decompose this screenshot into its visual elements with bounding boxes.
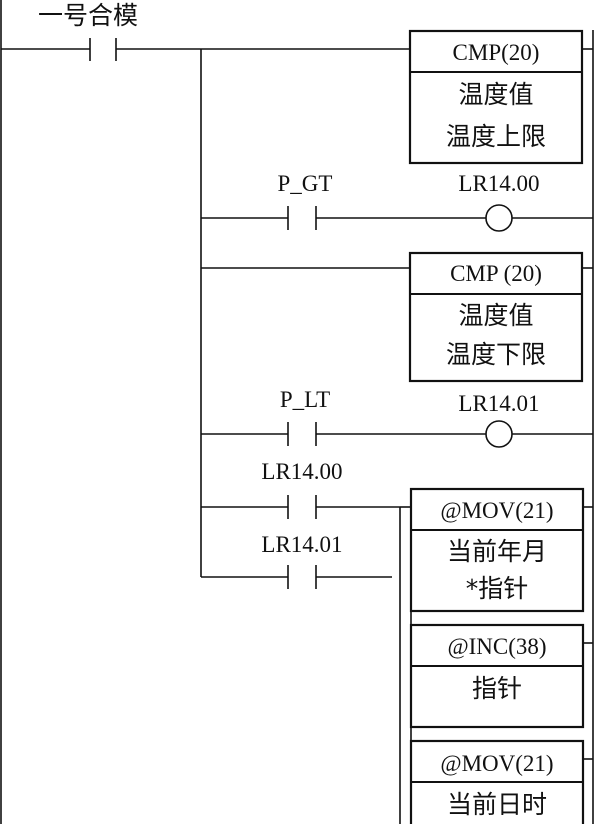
- contact-label-lr1401: LR14.01: [261, 532, 342, 557]
- mov-destination: *指针: [466, 574, 529, 603]
- inc-operand: 指针: [472, 674, 522, 703]
- cmp-block-title: CMP (20): [450, 261, 542, 286]
- mov-block-title: @MOV(21): [440, 751, 553, 776]
- inc-block[interactable]: @INC(38) 指针: [409, 623, 585, 729]
- cmp-block-title: CMP(20): [453, 40, 540, 65]
- contact-label-p-lt: P_LT: [280, 387, 330, 412]
- coil-label-lr1400: LR14.00: [458, 171, 539, 196]
- rung-label: 一号合模: [38, 1, 138, 30]
- coil-label-lr1401: LR14.01: [458, 391, 539, 416]
- mov-block-1[interactable]: @MOV(21) 当前年月 *指针: [409, 487, 585, 613]
- coil-lr1401[interactable]: [485, 420, 513, 448]
- contact-lr1401[interactable]: [287, 565, 317, 589]
- mov-source: 当前年月: [447, 537, 547, 566]
- cmp-operand-1: 温度值: [458, 301, 533, 330]
- mov-block-2[interactable]: @MOV(21) 当前日时: [409, 739, 585, 824]
- contact-label-p-gt: P_GT: [278, 171, 333, 196]
- mov-block-title: @MOV(21): [440, 498, 553, 523]
- contact-label-lr1400: LR14.00: [261, 459, 342, 484]
- inc-block-title: @INC(38): [447, 634, 546, 659]
- cmp-block-upper[interactable]: CMP(20) 温度值 温度上限: [408, 29, 584, 165]
- contact-p-lt[interactable]: [287, 422, 317, 446]
- cmp-block-lower[interactable]: CMP (20) 温度值 温度下限: [408, 251, 584, 383]
- cmp-operand-2: 温度下限: [446, 340, 546, 369]
- contact-lr1400[interactable]: [287, 495, 317, 519]
- mov-source: 当前日时: [447, 790, 547, 819]
- contact-rung-start[interactable]: [89, 38, 117, 61]
- cmp-operand-2: 温度上限: [446, 122, 546, 151]
- contact-p-gt[interactable]: [287, 206, 317, 230]
- cmp-operand-1: 温度值: [458, 80, 533, 109]
- coil-lr1400[interactable]: [485, 204, 513, 232]
